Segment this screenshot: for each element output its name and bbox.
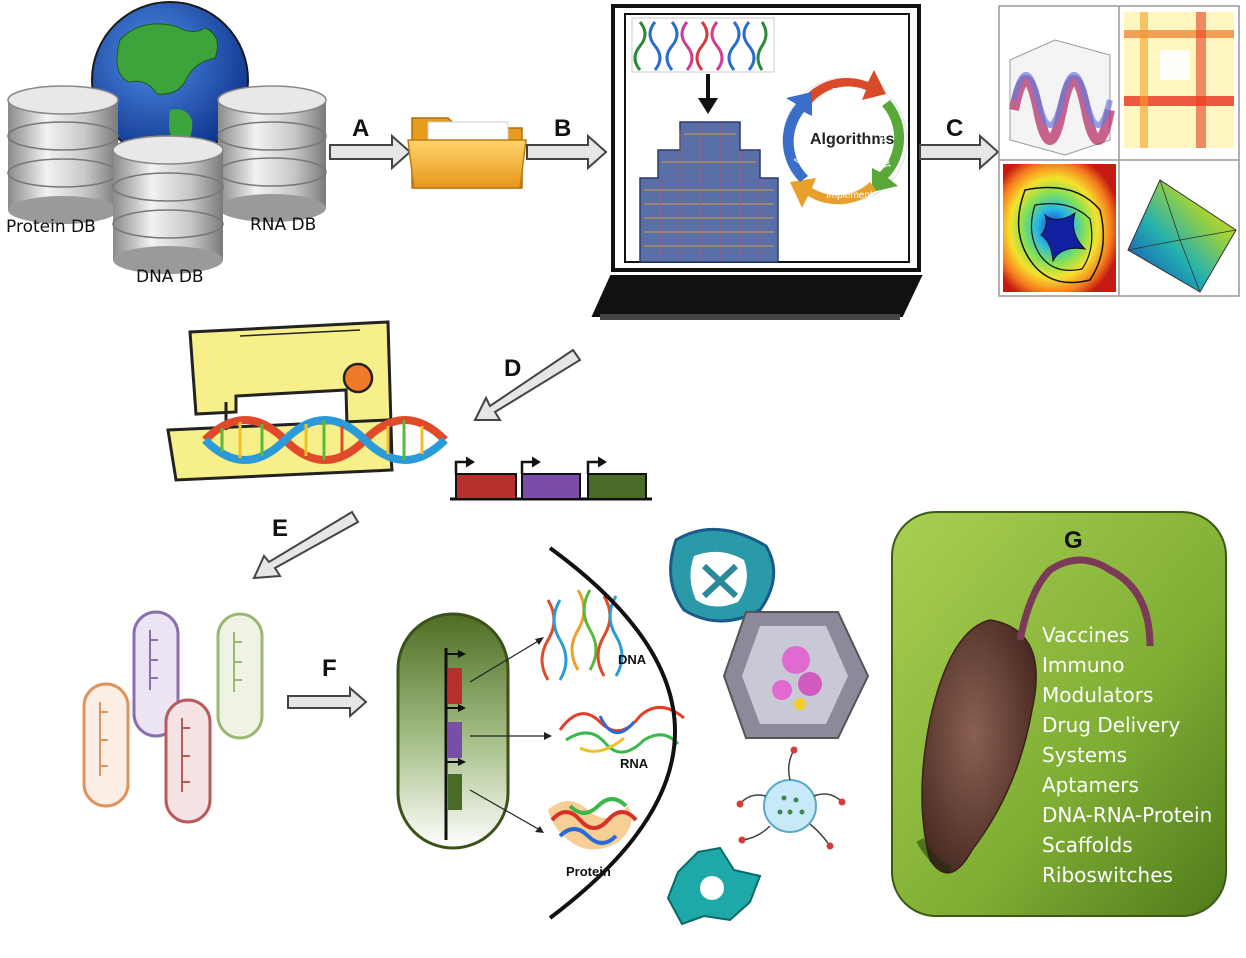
step-label-a: A <box>352 115 369 142</box>
arrow-b <box>526 133 608 171</box>
arrow-a <box>329 133 412 171</box>
down-arrow-icon <box>698 74 718 114</box>
rna-molecule-icon <box>558 706 685 754</box>
dna-strands-icon <box>631 17 775 73</box>
protein-db-label: Protein DB <box>6 217 96 237</box>
step-label-f: F <box>322 655 337 682</box>
arrow-f <box>287 685 368 719</box>
implement-arrow <box>790 178 876 208</box>
boundary-arc <box>548 546 677 920</box>
rna-label: RNA <box>620 756 649 771</box>
arrow-c <box>919 133 1000 171</box>
application-systems: Systems <box>1042 743 1127 767</box>
hexagonal-ring-nanostructure-icon <box>666 846 762 926</box>
engineered-cells-group <box>82 610 264 824</box>
globe-icon <box>91 1 249 159</box>
rna-db-icon <box>217 85 327 222</box>
part-red <box>455 473 517 500</box>
heatmap-plot-icon <box>1124 12 1234 148</box>
step-label-b: B <box>554 115 571 142</box>
nanoparticle-conjugate-icon <box>736 746 846 850</box>
dna-molecules-icon <box>540 589 624 681</box>
wave-surface-plot-icon <box>1009 39 1115 156</box>
3d-surface-plot-icon <box>1127 179 1237 293</box>
sewing-machine-icon <box>166 320 394 482</box>
analyze-arrow <box>782 92 812 182</box>
genetic-circuit-icon <box>450 456 652 501</box>
step-label-d: D <box>504 355 521 382</box>
dna-cage-nanostructure-icon <box>669 527 776 623</box>
protein-structure-icon <box>548 797 638 850</box>
engineered-cell-icon <box>396 612 552 850</box>
application-dna-rna-protein: DNA-RNA-Protein <box>1042 803 1212 827</box>
algorithms-label: Algorithms <box>810 131 895 148</box>
stage-implement-label: Implement <box>826 190 873 201</box>
protein-db-icon <box>7 85 119 224</box>
application-modulators: Modulators <box>1042 683 1153 707</box>
folder-icon <box>407 117 527 189</box>
dna-label: DNA <box>618 652 647 667</box>
application-riboswitches: Riboswitches <box>1042 863 1173 887</box>
application-vaccines: Vaccines <box>1042 623 1129 647</box>
stage-design-label: Design <box>832 87 863 98</box>
rna-db-label: RNA DB <box>250 215 316 235</box>
step-label-g: G <box>1064 527 1083 554</box>
parasite-icon <box>916 556 1154 874</box>
dna-origami-structure-icon <box>639 121 779 263</box>
dna-db-icon <box>112 135 224 274</box>
design-arrow <box>800 70 886 108</box>
application-scaffolds: Scaffolds <box>1042 833 1133 857</box>
dna-db-label: DNA DB <box>136 267 204 287</box>
part-green <box>587 473 647 500</box>
step-label-e: E <box>272 515 288 542</box>
analysis-plots-panel <box>998 5 1240 297</box>
application-drug-delivery: Drug Delivery <box>1042 713 1181 737</box>
arrow-e <box>252 510 360 580</box>
dna-helix-icon <box>202 416 448 464</box>
arrow-d <box>473 348 582 421</box>
dna-origami-container-icon <box>722 611 870 739</box>
part-purple <box>521 473 581 500</box>
application-aptamers: Aptamers <box>1042 773 1139 797</box>
experiment-arrow <box>872 100 905 192</box>
applications-panel: G Vaccines Immuno Modulators Drug Delive… <box>891 511 1227 917</box>
step-label-c: C <box>946 115 963 142</box>
application-immuno: Immuno <box>1042 653 1124 677</box>
contour-plot-icon <box>1003 164 1116 292</box>
